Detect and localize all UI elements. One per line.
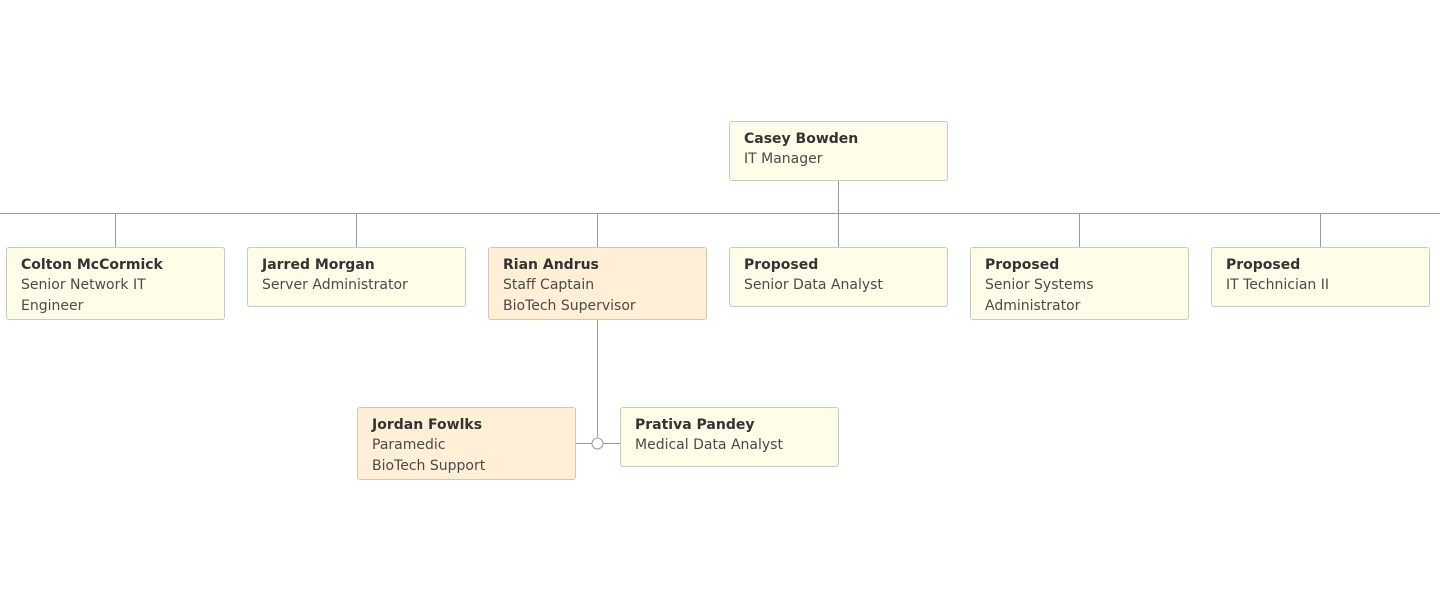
card-casey-bowden[interactable]: Casey Bowden IT Manager [729, 121, 948, 181]
card-title: IT Manager [744, 151, 823, 167]
card-title: Medical Data Analyst [635, 437, 783, 453]
card-name: Rian Andrus [503, 257, 599, 273]
card-jarred-morgan[interactable]: Jarred Morgan Server Administrator [247, 247, 466, 307]
card-name: Jarred Morgan [262, 257, 375, 273]
card-name: Casey Bowden [744, 131, 859, 147]
card-title: Staff Captain [503, 277, 595, 293]
card-title: IT Technician II [1226, 277, 1329, 293]
card-department: BioTech Supervisor [503, 298, 636, 314]
card-jordan-fowlks[interactable]: Jordan Fowlks Paramedic BioTech Support [357, 407, 576, 480]
card-name: Colton McCormick [21, 257, 163, 273]
card-proposed-it-technician-ii[interactable]: Proposed IT Technician II [1211, 247, 1430, 307]
card-name: Jordan Fowlks [372, 417, 483, 433]
card-title: Server Administrator [262, 277, 408, 293]
card-name: Proposed [744, 257, 819, 273]
card-proposed-senior-systems-administrator[interactable]: Proposed Senior Systems Administrator [970, 247, 1189, 320]
card-prativa-pandey[interactable]: Prativa Pandey Medical Data Analyst [620, 407, 839, 467]
card-rian-andrus[interactable]: Rian Andrus Staff Captain BioTech Superv… [488, 247, 707, 320]
card-title: Senior Systems Administrator [985, 277, 1094, 314]
card-name: Proposed [985, 257, 1060, 273]
assistant-junction [591, 437, 604, 450]
card-title: Senior Network IT Engineer [21, 277, 146, 314]
card-department: BioTech Support [372, 458, 486, 474]
card-title: Senior Data Analyst [744, 277, 883, 293]
card-name: Proposed [1226, 257, 1301, 273]
card-proposed-senior-data-analyst[interactable]: Proposed Senior Data Analyst [729, 247, 948, 307]
card-name: Prativa Pandey [635, 417, 755, 433]
card-title: Paramedic [372, 437, 446, 453]
card-colton-mccormick[interactable]: Colton McCormick Senior Network IT Engin… [6, 247, 225, 320]
